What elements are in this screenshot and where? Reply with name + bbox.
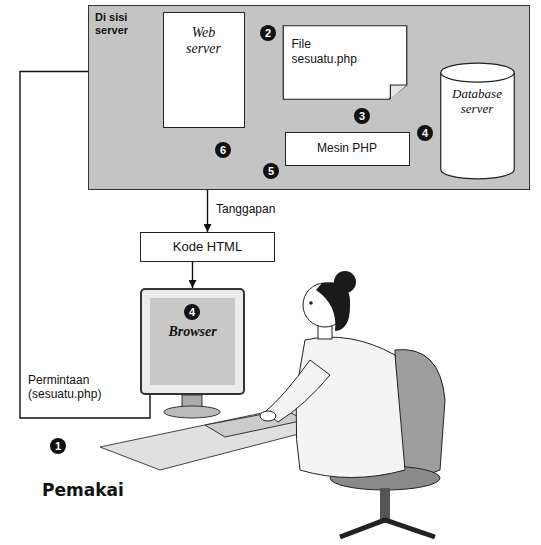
- node-text: Di sisi server: [95, 11, 140, 36]
- chair-base: [340, 520, 435, 537]
- node-text: File sesuatu.php: [292, 37, 377, 67]
- request-label: Permintaan (sesuatu.php): [26, 373, 125, 402]
- user-hand: [260, 411, 276, 421]
- php-engine-box: Mesin PHP: [285, 132, 410, 166]
- cylinder-outline: [440, 62, 515, 180]
- callout-number: 6: [215, 142, 231, 158]
- monitor-base: [164, 406, 220, 418]
- node-text: Mesin PHP: [317, 141, 377, 155]
- html-code-box: Kode HTML: [140, 232, 275, 262]
- callout-number: 2: [260, 25, 276, 41]
- php-file-document: File sesuatu.php: [282, 25, 408, 100]
- node-text: Browser: [152, 324, 233, 341]
- flow-arrow: [192, 262, 193, 288]
- user-eye: [309, 301, 313, 305]
- web-server-box: Web server: [163, 12, 245, 128]
- callout-number: 4: [417, 125, 433, 141]
- server-side-panel: Di sisi serverWeb server File sesuatu.php…: [88, 5, 530, 190]
- callout-number: 5: [263, 163, 279, 179]
- response-label: Tanggapan: [214, 202, 277, 216]
- hair-bun: [334, 271, 356, 293]
- node-text: Database server: [444, 86, 511, 117]
- user-body: [296, 337, 405, 477]
- node-text: Kode HTML: [173, 239, 242, 255]
- callout-number: 1: [50, 438, 66, 454]
- node-text: Web server: [179, 25, 229, 59]
- database-cylinder: Database server: [440, 62, 515, 180]
- user-caption: Pemakai: [42, 480, 124, 500]
- callout-number: 3: [354, 108, 370, 124]
- callout-number: 4: [184, 304, 200, 320]
